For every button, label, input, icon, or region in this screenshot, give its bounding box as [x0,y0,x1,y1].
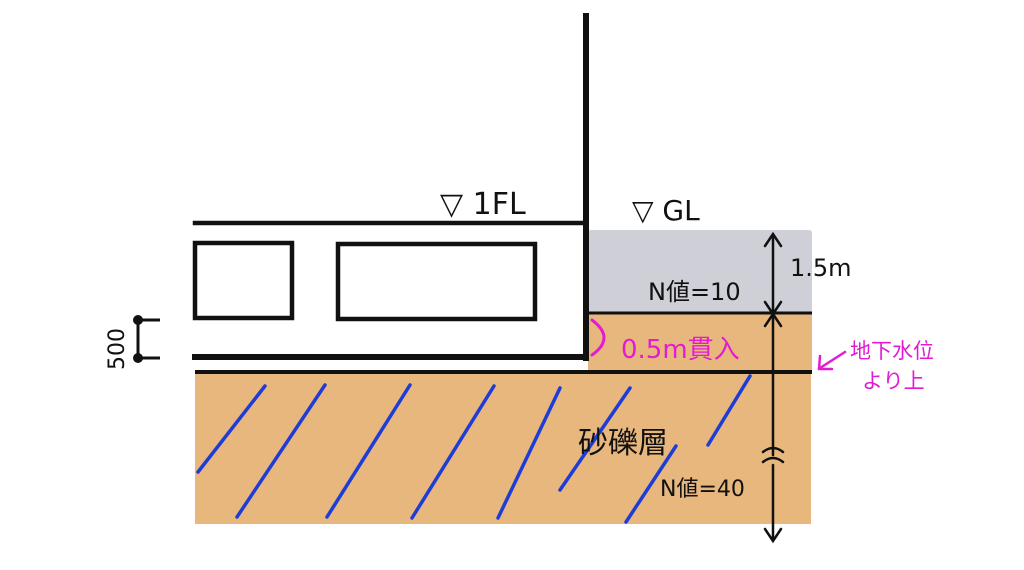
upper-soil-layer [588,230,812,313]
slab-void-left [192,240,295,321]
slab-void-right [335,241,538,322]
ground-level-label: ▽ GL [632,194,700,227]
floor-level-label: ▽ 1FL [440,187,526,222]
embedment-bracket [590,318,606,357]
groundwater-arrow-icon [817,350,847,371]
gravel-n-value: N値=40 [660,477,745,502]
upper-layer-n-value: N値=10 [648,278,741,306]
gravel-layer-label: 砂礫層 [578,426,668,461]
slab-dimension-label: 500 [105,328,130,370]
building-structure [192,13,589,361]
upper-depth-label: 1.5m [790,254,852,282]
gravel-layer [195,372,811,524]
groundwater-label-line2: より上 [862,369,925,393]
slab-dimension-bracket [133,315,160,363]
depth-dimension [761,231,785,544]
embedment-soil-zone [588,313,812,372]
embedment-label: 0.5m貫入 [621,335,740,365]
groundwater-label-line1: 地下水位 [850,339,934,363]
gravel-hatching [196,374,752,524]
